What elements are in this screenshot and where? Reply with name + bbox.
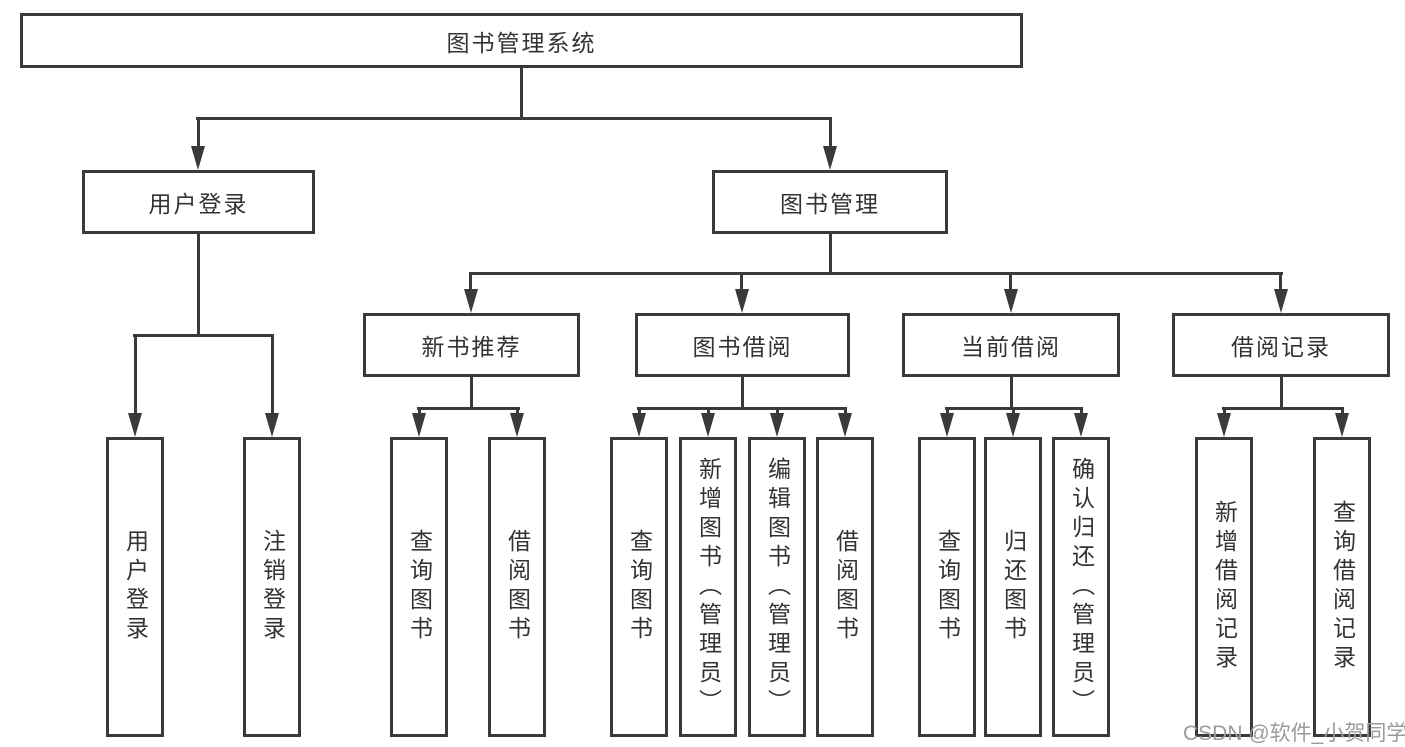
arrowhead-bb-borrow: [838, 413, 852, 437]
leaf-nb-query-books: 查询图书: [390, 437, 448, 737]
node-user-login: 用户登录: [82, 170, 315, 234]
leaf-bb-add-books-label: 新增图书（管理员）: [695, 456, 722, 718]
arrowhead-bb-query: [632, 413, 646, 437]
leaf-cb-confirm-return: 确认归还（管理员）: [1052, 437, 1110, 737]
leaf-user-login-label: 用户登录: [122, 529, 149, 645]
connector-stub-current-borrow: [1009, 272, 1012, 292]
connector-borrow-records-bus: [1222, 407, 1344, 410]
arrowhead-nb-borrow: [510, 413, 524, 437]
leaf-cb-return-books-label: 归还图书: [1000, 529, 1027, 645]
arrowhead-borrow-records: [1274, 289, 1288, 313]
connector-root-bus: [196, 117, 832, 120]
arrowhead-book-mgmt: [823, 146, 837, 170]
connector-stub-br-add: [1223, 407, 1226, 417]
node-book-mgmt: 图书管理: [712, 170, 948, 234]
connector-stub-book-borrow: [740, 272, 743, 292]
arrowhead-user-login: [191, 146, 205, 170]
connector-borrow-records-trunk: [1280, 375, 1283, 409]
node-root-label: 图书管理系统: [446, 29, 597, 56]
leaf-br-query-record: 查询借阅记录: [1313, 437, 1371, 737]
leaf-bb-borrow-books: 借阅图书: [816, 437, 874, 737]
leaf-nb-borrow-books-label: 借阅图书: [504, 529, 531, 645]
csdn-watermark: CSDN @软件_小贺同学: [1183, 722, 1405, 745]
connector-user-login-bus: [133, 334, 274, 337]
arrowhead-br-add: [1217, 413, 1231, 437]
leaf-cb-query-books-label: 查询图书: [934, 529, 961, 645]
connector-stub-login-leaf: [134, 334, 137, 418]
arrowhead-nb-query: [412, 413, 426, 437]
connector-book-mgmt-trunk: [829, 232, 832, 274]
connector-stub-bb-borrow: [844, 407, 847, 417]
connector-stub-logout-leaf: [271, 334, 274, 418]
node-current-borrow: 当前借阅: [902, 313, 1120, 377]
arrowhead-book-borrow: [735, 289, 749, 313]
leaf-cb-query-books: 查询图书: [918, 437, 976, 737]
connector-stub-bb-add: [707, 407, 710, 417]
arrowhead-logout-leaf: [265, 413, 279, 437]
connector-stub-book-mgmt: [829, 117, 832, 150]
connector-book-borrow-trunk: [741, 375, 744, 409]
node-new-books: 新书推荐: [363, 313, 580, 377]
leaf-bb-query-books: 查询图书: [610, 437, 668, 737]
connector-root-trunk: [520, 66, 523, 118]
node-borrow-records: 借阅记录: [1172, 313, 1390, 377]
leaf-nb-borrow-books: 借阅图书: [488, 437, 546, 737]
arrowhead-bb-edit: [770, 413, 784, 437]
node-new-books-label: 新书推荐: [421, 334, 522, 360]
connector-stub-user-login: [197, 117, 200, 150]
leaf-cb-return-books: 归还图书: [984, 437, 1042, 737]
arrowhead-new-books: [464, 289, 478, 313]
leaf-bb-add-books: 新增图书（管理员）: [679, 437, 737, 737]
leaf-logout-label: 注销登录: [259, 529, 286, 645]
connector-stub-cb-query: [946, 407, 949, 417]
arrowhead-bb-add: [701, 413, 715, 437]
leaf-bb-edit-books-label: 编辑图书（管理员）: [764, 456, 791, 718]
node-book-borrow: 图书借阅: [635, 313, 850, 377]
arrowhead-current-borrow: [1004, 289, 1018, 313]
connector-stub-bb-edit: [776, 407, 779, 417]
node-root: 图书管理系统: [20, 13, 1023, 68]
connector-book-borrow-bus: [637, 407, 847, 410]
leaf-logout: 注销登录: [243, 437, 301, 737]
connector-stub-bb-query: [638, 407, 641, 417]
leaf-br-query-record-label: 查询借阅记录: [1329, 500, 1356, 674]
connector-book-mgmt-bus: [469, 272, 1283, 275]
connector-new-books-trunk: [470, 375, 473, 409]
connector-stub-cb-confirm: [1080, 407, 1083, 417]
leaf-br-add-record-label: 新增借阅记录: [1211, 500, 1238, 674]
connector-stub-br-query: [1341, 407, 1344, 417]
leaf-bb-borrow-books-label: 借阅图书: [832, 529, 859, 645]
leaf-br-add-record: 新增借阅记录: [1195, 437, 1253, 737]
node-book-mgmt-label: 图书管理: [780, 191, 880, 217]
connector-stub-borrow-records: [1279, 272, 1282, 292]
arrowhead-cb-query: [940, 413, 954, 437]
node-user-login-label: 用户登录: [148, 191, 249, 217]
connector-current-borrow-trunk: [1010, 375, 1013, 409]
leaf-bb-query-books-label: 查询图书: [626, 529, 653, 645]
leaf-cb-confirm-return-label: 确认归还（管理员）: [1068, 456, 1095, 718]
leaf-user-login: 用户登录: [106, 437, 164, 737]
node-book-borrow-label: 图书借阅: [692, 334, 793, 360]
leaf-bb-edit-books: 编辑图书（管理员）: [748, 437, 806, 737]
connector-stub-nb-borrow: [516, 407, 519, 417]
arrowhead-cb-confirm: [1074, 413, 1088, 437]
arrowhead-login-leaf: [128, 413, 142, 437]
arrowhead-cb-return: [1006, 413, 1020, 437]
node-current-borrow-label: 当前借阅: [961, 334, 1061, 360]
connector-stub-cb-return: [1012, 407, 1015, 417]
leaf-nb-query-books-label: 查询图书: [406, 529, 433, 645]
arrowhead-br-query: [1335, 413, 1349, 437]
connector-new-books-bus: [417, 407, 520, 410]
connector-user-login-trunk: [197, 232, 200, 336]
connector-stub-nb-query: [418, 407, 421, 417]
connector-stub-new-books: [469, 272, 472, 292]
node-borrow-records-label: 借阅记录: [1231, 334, 1331, 360]
